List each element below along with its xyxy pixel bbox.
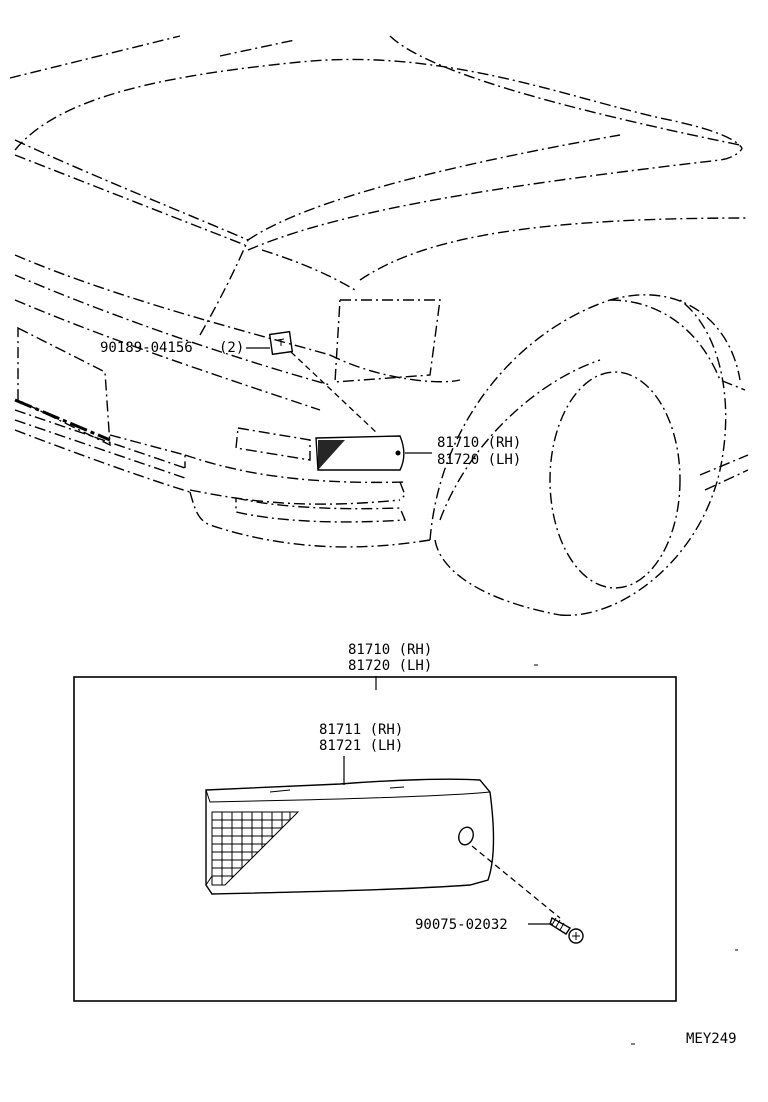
lens-rh-part-number: 81711 (RH) <box>319 722 403 738</box>
lamp-lh-part-number: 81720 (LH) <box>437 452 521 468</box>
screw-part-number: 90075-02032 <box>415 917 508 933</box>
detail-assy-rh-part-number: 81710 (RH) <box>348 642 432 658</box>
figure-code: MEY249 <box>686 1031 737 1047</box>
scan-marks <box>534 664 738 1045</box>
clip-part <box>268 330 294 356</box>
screw-part <box>549 916 584 944</box>
clip-leader <box>290 351 379 435</box>
detail-assy-lh-part-number: 81720 (LH) <box>348 658 432 674</box>
lamp-lens <box>205 778 495 895</box>
clip-quantity: (2) <box>219 340 244 356</box>
detail-frame <box>73 676 677 1002</box>
clip-part-number: 90189-04156 <box>100 340 193 356</box>
bumper-strip <box>14 398 111 442</box>
vehicle-outline <box>9 35 749 616</box>
lens-lh-part-number: 81721 (LH) <box>319 738 403 754</box>
screw-install-leader <box>471 845 561 919</box>
lamp-rh-part-number: 81710 (RH) <box>437 435 521 451</box>
clearance-lamp-installed <box>315 435 405 471</box>
lens-grid-pattern <box>211 811 300 886</box>
